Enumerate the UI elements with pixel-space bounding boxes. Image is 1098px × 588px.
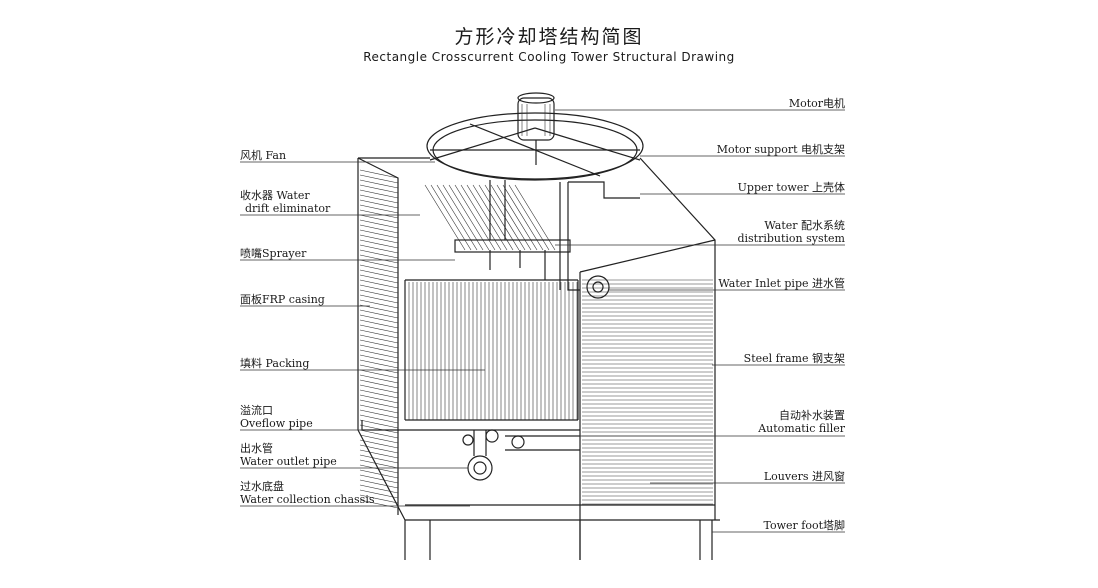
label-fan: 风机 Fan <box>240 149 287 162</box>
label-louvers: Louvers 进风窗 <box>763 470 845 483</box>
label-overflow-cn: 溢流口 <box>240 404 273 417</box>
right-louver-wall <box>582 279 713 505</box>
label-packing: 填料 Packing <box>240 357 310 370</box>
label-frp-casing: 面板FRP casing <box>240 293 325 306</box>
label-drift-eliminator-en: drift eliminator <box>245 202 331 215</box>
upper-tower <box>567 181 640 291</box>
left-louver-wall <box>359 169 399 509</box>
label-filler-en: Automatic filler <box>758 422 845 435</box>
label-filler-cn: 自动补水装置 <box>779 409 845 422</box>
drift-eliminator <box>424 184 556 251</box>
label-tower-foot: Tower foot塔脚 <box>763 519 845 532</box>
label-inlet-pipe: Water Inlet pipe 进水管 <box>718 277 845 290</box>
label-outlet-cn: 出水管 <box>240 442 273 455</box>
label-sprayer: 喷嘴Sprayer <box>240 247 307 260</box>
label-chassis-en: Water collection chassis <box>240 493 375 506</box>
label-distribution-en: distribution system <box>737 232 845 245</box>
label-motor-support: Motor support 电机支架 <box>716 143 845 156</box>
title-english: Rectangle Crosscurrent Cooling Tower Str… <box>363 50 735 64</box>
motor-icon <box>517 92 555 165</box>
label-steel-frame: Steel frame 钢支架 <box>743 352 845 365</box>
label-drift-eliminator-cn: 收水器 Water <box>240 189 310 202</box>
outlet-pipes <box>462 429 580 481</box>
label-overflow-en: Oveflow pipe <box>240 417 313 430</box>
distribution-pipe <box>454 180 610 299</box>
label-upper-tower: Upper tower 上壳体 <box>737 181 845 194</box>
packing-block <box>404 279 579 421</box>
tower-frame <box>357 157 720 560</box>
title-chinese: 方形冷却塔结构简图 <box>454 26 644 48</box>
label-distribution-cn: Water 配水系统 <box>764 219 845 232</box>
label-outlet-en: Water outlet pipe <box>240 455 337 468</box>
fan-ring <box>426 112 644 181</box>
label-motor: Motor电机 <box>788 97 845 110</box>
label-chassis-cn: 过水底盘 <box>240 480 284 493</box>
